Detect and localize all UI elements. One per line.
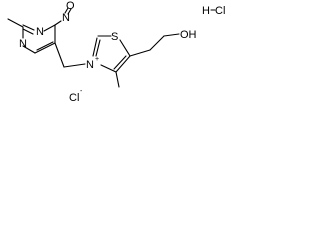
thiazolium-ring: S N + [86,31,131,73]
bond-c5-ch2a [129,49,151,57]
chloride-charge: - [80,88,83,95]
hydroxyethyl-chain: OH [129,29,197,57]
nitroso-o-label: O [66,0,75,12]
nitroso-n-label: N [62,12,70,24]
bond-n1-c6 [22,45,36,54]
thiamine-structure-diagram: N O N N S N + OH H Cl Cl - [7,0,225,103]
bond-c5-c4-double [113,55,127,70]
bond-n-o [64,7,69,14]
bond-c5-ch2 [54,42,65,68]
hcl-h-label: H [202,5,210,17]
bond-n-o-double [67,8,72,15]
pyrimidine-ring [22,24,56,54]
bond-n3-c2 [22,24,35,31]
bond-c4-nitroso-n [54,20,62,26]
bond-c6-c5-double [36,41,54,51]
pyrimidine-n-upper-label: N [36,26,44,38]
bond-n3-c2-double [22,28,34,35]
thiazole-s-label: S [111,31,118,43]
bond-ch2a-ch2b [149,35,165,51]
bond-c6-c5 [34,42,56,54]
chloride-counterion: Cl - [69,88,83,103]
bond-c2-methyl [7,18,24,28]
bond-ch2-thiazolium-n [63,63,86,68]
bond-c4-methyl [115,71,120,88]
bond-ch2b-oh [163,33,180,37]
chloride-label: Cl [69,92,79,103]
bond-c5-c4 [115,55,131,73]
bond-n-c2 [92,37,98,57]
bond-c4-n [100,64,117,73]
nitroso-group: N O [54,0,75,26]
thiazolium-n-label: N [86,59,94,71]
bond-c4-n3 [43,24,56,32]
thiazolium-charge: + [95,56,99,63]
bond-n-c2-double [95,39,101,57]
hydrochloride: H Cl [202,5,225,17]
hydroxyl-label: OH [180,29,197,41]
hcl-cl-label: Cl [215,5,225,17]
pyrimidine-n-left-label: N [19,38,27,50]
bond-s-c5 [119,39,131,57]
